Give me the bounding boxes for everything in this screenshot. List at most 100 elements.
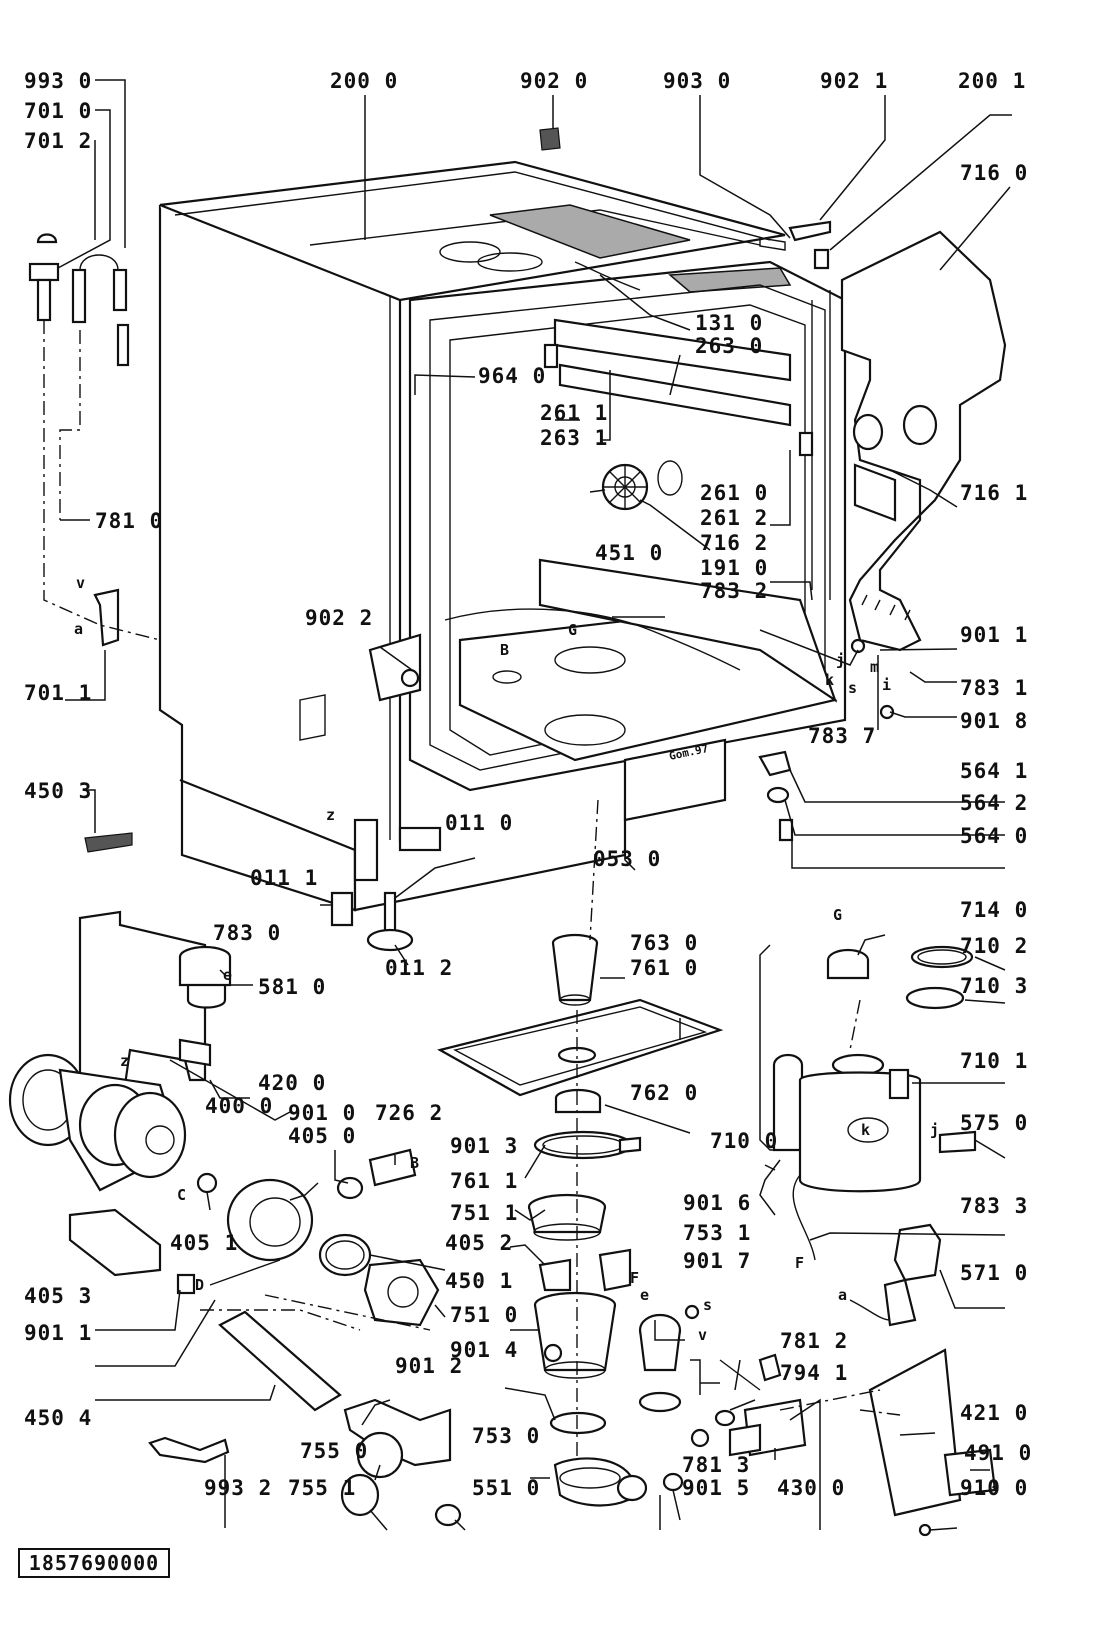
label-9014: 901 4 bbox=[450, 1338, 518, 1362]
label-9017: 901 7 bbox=[683, 1249, 751, 1273]
label-7611: 761 1 bbox=[450, 1169, 518, 1193]
label-2610: 261 0 bbox=[700, 481, 768, 505]
label-4300: 430 0 bbox=[777, 1476, 845, 1500]
letter-j: j bbox=[930, 1121, 939, 1139]
label-4051: 405 1 bbox=[170, 1231, 238, 1255]
label-4504: 450 4 bbox=[24, 1406, 92, 1430]
label-0112: 011 2 bbox=[385, 956, 453, 980]
label-7162: 716 2 bbox=[700, 531, 768, 555]
label-5810: 581 0 bbox=[258, 975, 326, 999]
label-7011: 701 1 bbox=[24, 681, 92, 705]
label-9015: 901 5 bbox=[682, 1476, 750, 1500]
letter-m: m bbox=[870, 658, 879, 676]
label-9012: 901 2 bbox=[395, 1354, 463, 1378]
letter-j: j bbox=[836, 651, 845, 669]
label-7103: 710 3 bbox=[960, 974, 1028, 998]
label-7812: 781 2 bbox=[780, 1329, 848, 1353]
label-7620: 762 0 bbox=[630, 1081, 698, 1105]
letter-F: F bbox=[630, 1269, 639, 1287]
label-5750: 575 0 bbox=[960, 1111, 1028, 1135]
label-7551: 755 1 bbox=[288, 1476, 356, 1500]
drawing-reference-number: 1857690000 bbox=[18, 1548, 170, 1578]
label-7813: 781 3 bbox=[682, 1453, 750, 1477]
label-9030: 903 0 bbox=[663, 69, 731, 93]
label-7010: 701 0 bbox=[24, 99, 92, 123]
letter-a: a bbox=[74, 620, 83, 638]
letter-a: a bbox=[838, 1286, 847, 1304]
label-9021: 902 1 bbox=[820, 69, 888, 93]
label-7530: 753 0 bbox=[472, 1424, 540, 1448]
label-4053: 405 3 bbox=[24, 1284, 92, 1308]
label-1910: 191 0 bbox=[700, 556, 768, 580]
letter-v: v bbox=[76, 574, 85, 592]
label-7101: 710 1 bbox=[960, 1049, 1028, 1073]
label-5641: 564 1 bbox=[960, 759, 1028, 783]
letter-B: B bbox=[500, 641, 509, 659]
label-7630: 763 0 bbox=[630, 931, 698, 955]
label-7610: 761 0 bbox=[630, 956, 698, 980]
label-4501: 450 1 bbox=[445, 1269, 513, 1293]
label-1310: 131 0 bbox=[695, 311, 763, 335]
water-softener-assembly bbox=[772, 945, 997, 1537]
letter-k: k bbox=[825, 671, 834, 689]
label-9022: 902 2 bbox=[305, 606, 373, 630]
label-9018: 901 8 bbox=[960, 709, 1028, 733]
label-5640: 564 0 bbox=[960, 824, 1028, 848]
label-7262: 726 2 bbox=[375, 1101, 443, 1125]
label-5642: 564 2 bbox=[960, 791, 1028, 815]
hose-and-spring-parts bbox=[28, 233, 130, 647]
letter-s: s bbox=[848, 679, 857, 697]
label-7511: 751 1 bbox=[450, 1201, 518, 1225]
label-2630: 263 0 bbox=[695, 334, 763, 358]
label-7140: 714 0 bbox=[960, 898, 1028, 922]
label-4510: 451 0 bbox=[595, 541, 663, 565]
label-7160: 716 0 bbox=[960, 161, 1028, 185]
label-7833: 783 3 bbox=[960, 1194, 1028, 1218]
label-7531: 753 1 bbox=[683, 1221, 751, 1245]
label-9100: 910 0 bbox=[960, 1476, 1028, 1500]
cabinet-tub bbox=[158, 127, 847, 912]
label-2631: 263 1 bbox=[540, 426, 608, 450]
letter-i: i bbox=[882, 676, 891, 694]
label-4210: 421 0 bbox=[960, 1401, 1028, 1425]
letter-e: e bbox=[223, 966, 232, 984]
label-4200: 420 0 bbox=[258, 1071, 326, 1095]
label-7832: 783 2 bbox=[700, 579, 768, 603]
letter-v: v bbox=[698, 1326, 707, 1344]
label-9011b: 901 1 bbox=[24, 1321, 92, 1345]
pump-motor-assembly bbox=[8, 910, 462, 1527]
letter-C: C bbox=[177, 1186, 186, 1204]
pressure-switch bbox=[178, 945, 232, 987]
fastener-clips bbox=[84, 589, 911, 853]
label-5710: 571 0 bbox=[960, 1261, 1028, 1285]
label-7810: 781 0 bbox=[95, 509, 163, 533]
leader-lines bbox=[43, 79, 1012, 1531]
label-9010: 901 0 bbox=[288, 1101, 356, 1125]
letter-B: B bbox=[410, 1154, 419, 1172]
letter-D: D bbox=[195, 1276, 204, 1294]
label-9016: 901 6 bbox=[683, 1191, 751, 1215]
label-9932: 993 2 bbox=[204, 1476, 272, 1500]
label-9013: 901 3 bbox=[450, 1134, 518, 1158]
letter-z: z bbox=[326, 806, 335, 824]
letter-e: e bbox=[640, 1286, 649, 1304]
label-7510: 751 0 bbox=[450, 1303, 518, 1327]
label-4910: 491 0 bbox=[964, 1441, 1032, 1465]
label-9640: 964 0 bbox=[478, 364, 546, 388]
letter-z: z bbox=[120, 1052, 129, 1070]
label-7830: 783 0 bbox=[213, 921, 281, 945]
label-7100: 710 0 bbox=[710, 1129, 778, 1153]
label-9930: 993 0 bbox=[24, 69, 92, 93]
label-0110: 011 0 bbox=[445, 811, 513, 835]
label-4050: 405 0 bbox=[288, 1124, 356, 1148]
label-7831: 783 1 bbox=[960, 676, 1028, 700]
label-5510: 551 0 bbox=[472, 1476, 540, 1500]
label-7550: 755 0 bbox=[300, 1439, 368, 1463]
sump-filter-assembly bbox=[437, 933, 807, 1507]
side-insulation-panel bbox=[840, 230, 1007, 652]
letter-s: s bbox=[703, 1296, 712, 1314]
label-4503: 450 3 bbox=[24, 779, 92, 803]
letter-G: G bbox=[833, 906, 842, 924]
label-4000: 400 0 bbox=[205, 1094, 273, 1118]
